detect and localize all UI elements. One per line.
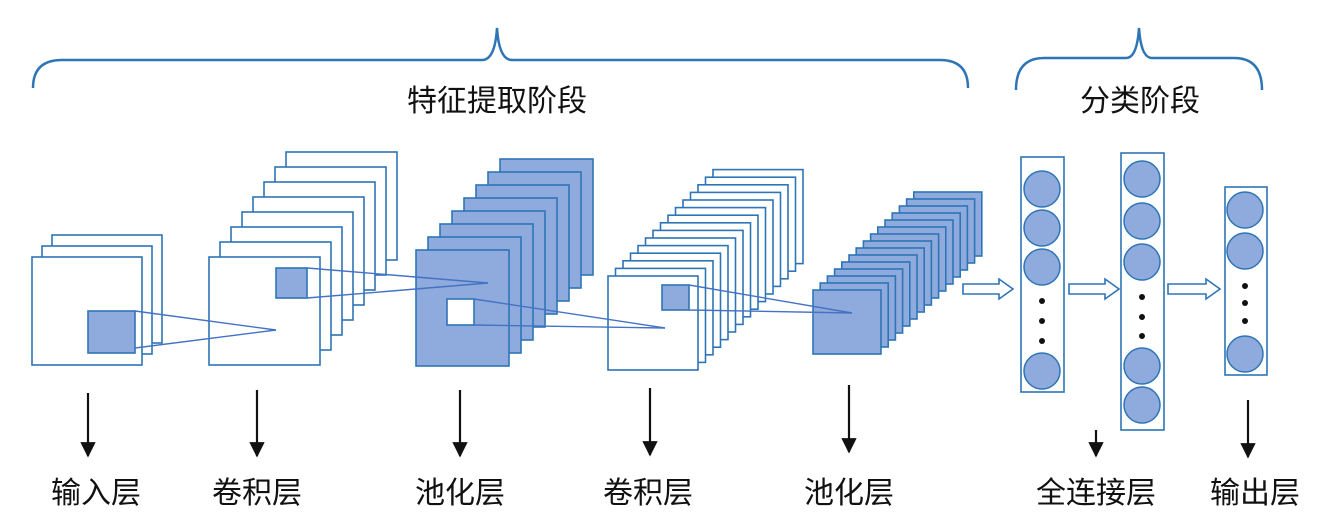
conv1-kernel-patch (275, 267, 308, 299)
connection-line (473, 324, 666, 329)
fc-column-2-ellipsis-dot (1139, 333, 1145, 339)
output-column-ellipsis-dot (1242, 300, 1248, 306)
stage-label-feature-extraction: 特征提取阶段 (407, 84, 587, 119)
output-column-neuron (1226, 232, 1264, 270)
connection-line (688, 309, 853, 314)
fc-column-1-neuron (1023, 209, 1061, 247)
output-column-ellipsis-dot (1242, 318, 1248, 324)
input-layer-stack (31, 234, 163, 366)
layer-label-input: 输入层 (51, 476, 141, 511)
pool2-layer-stack (812, 191, 983, 355)
fc-column-2-neuron (1123, 347, 1161, 385)
connection-line (134, 310, 277, 331)
fully-connected-section (962, 152, 1268, 431)
output-column-ellipsis-dot (1242, 283, 1248, 289)
connection-line (473, 298, 666, 329)
flatten-arrow (962, 277, 1015, 301)
layer-label-conv1: 卷积层 (212, 476, 302, 511)
connection-line (688, 284, 853, 314)
feature-map-stacks (31, 151, 983, 371)
fc-column-2-neuron (1123, 386, 1161, 424)
fc-column-1-ellipsis-dot (1039, 298, 1045, 304)
layer-label-fc: 全连接层 (1036, 476, 1156, 511)
fc-column-2-ellipsis-dot (1139, 294, 1145, 300)
pool2-layer-stack-map (812, 289, 882, 355)
stage-label-classification: 分类阶段 (1080, 84, 1200, 119)
layer-label-pool1: 池化层 (415, 476, 505, 511)
layer-label-pool2: 池化层 (804, 476, 894, 511)
output-transition-arrow (1167, 277, 1222, 301)
connection-line (134, 329, 277, 349)
feature-extraction-brace (31, 27, 970, 89)
fc-column-2-neuron (1123, 160, 1161, 198)
layer-label-conv2: 卷积层 (603, 476, 693, 511)
fc-column-2-neuron (1123, 202, 1161, 240)
fc-column-2 (1120, 152, 1165, 431)
receptive-field-lines (134, 267, 853, 349)
fc-column-1-neuron (1023, 248, 1061, 286)
fc-column-1 (1020, 156, 1065, 393)
output-column-neuron (1226, 335, 1264, 373)
pool1-window (446, 298, 475, 326)
fc-column-2-neuron (1123, 243, 1161, 281)
connection-line (306, 282, 489, 299)
layer-label-output: 输出层 (1210, 476, 1300, 511)
down-arrows (80, 385, 1256, 459)
pool1-layer-stack (415, 158, 594, 367)
fc-column-2-ellipsis-dot (1139, 314, 1145, 320)
fc-column-1-ellipsis-dot (1039, 338, 1045, 344)
fc-transition-arrow (1068, 277, 1121, 301)
fc-column-1-neuron (1023, 170, 1061, 208)
fc-column-1-neuron (1023, 352, 1061, 390)
conv2-kernel-patch (661, 284, 690, 311)
output-column-neuron (1226, 191, 1264, 229)
classification-brace (1014, 27, 1264, 91)
conv2-layer-stack (607, 168, 804, 371)
connection-line (306, 267, 489, 284)
output-column (1224, 186, 1268, 376)
fc-column-1-ellipsis-dot (1039, 318, 1045, 324)
input-kernel-patch (87, 310, 136, 354)
conv1-layer-stack (208, 151, 398, 366)
